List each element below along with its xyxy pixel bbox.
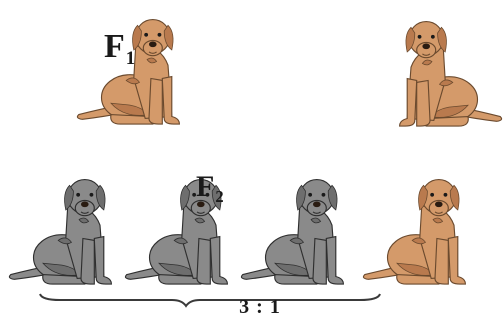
f2-black-dog-3 (241, 179, 344, 285)
ratio-bracket (39, 293, 381, 308)
f2-label: F2 (196, 170, 224, 206)
ratio-dominant: 3 (239, 296, 251, 318)
f2-black-dog-1 (9, 179, 112, 285)
ratio-separator: : (256, 296, 264, 318)
phenotype-ratio: 3 : 1 (190, 296, 330, 319)
f1-yellow-dog-right (399, 21, 502, 127)
f1-label: F1 (104, 28, 136, 69)
f2-yellow-dog (363, 179, 466, 285)
ratio-recessive: 1 (269, 296, 281, 318)
